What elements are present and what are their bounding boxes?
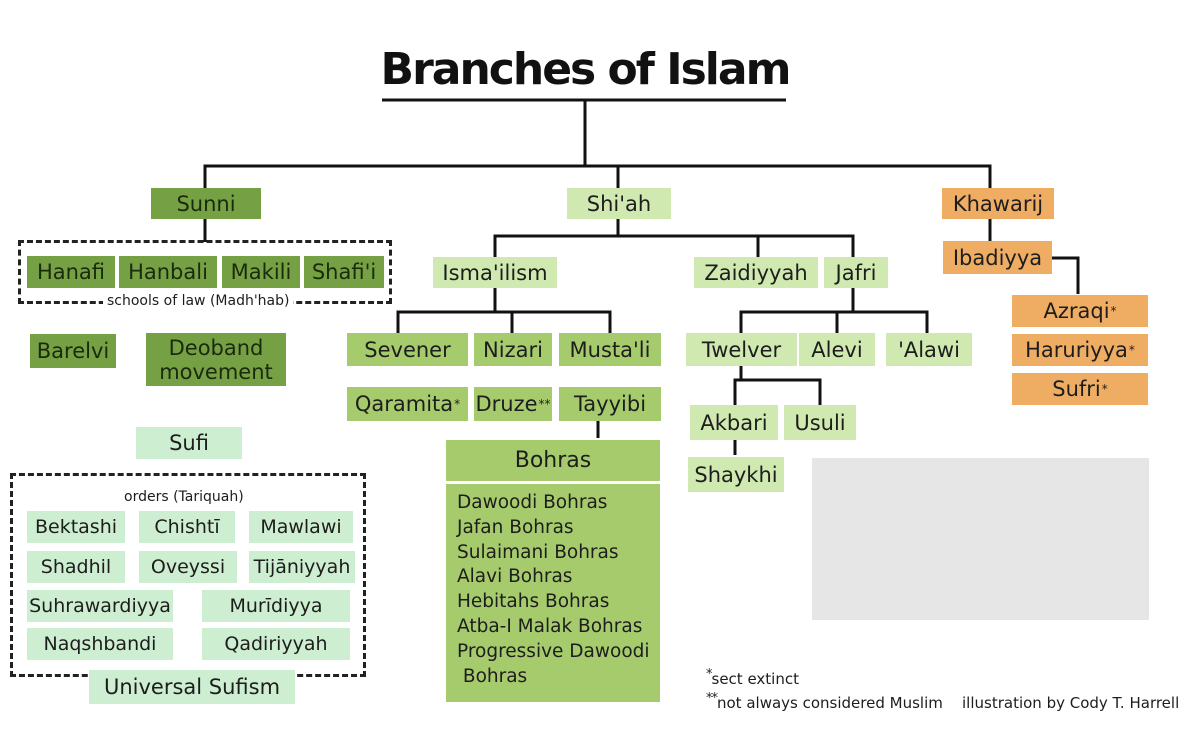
orders-caption: orders (Tariquah) xyxy=(124,489,244,505)
bohras-list-item: Bohras xyxy=(457,665,528,687)
node-zaidiyyah: Zaidiyyah xyxy=(694,257,818,288)
legend-extinct: *sect extinct xyxy=(706,667,799,688)
node-bektashi: Bektashi xyxy=(27,511,125,543)
node-suhrawardiyya: Suhrawardiyya xyxy=(27,590,173,622)
node-hanafi: Hanafi xyxy=(27,256,115,288)
node-tijaniyyah: Tijāniyyah xyxy=(249,551,355,583)
bohras-list-item: Atba-I Malak Bohras xyxy=(457,615,643,637)
bohras-list-item: Sulaimani Bohras xyxy=(457,541,619,563)
bohras-list-item: Dawoodi Bohras xyxy=(457,492,608,513)
extinct-marker: * xyxy=(1101,382,1108,396)
node-alawi: 'Alawi xyxy=(886,333,972,366)
bohras-list-item: Progressive Dawoodi xyxy=(457,640,650,662)
node-jafri: Jafri xyxy=(824,257,888,288)
node-ismailism: Isma'ilism xyxy=(433,257,557,288)
bohras-list-item: Hebitahs Bohras xyxy=(457,591,610,613)
node-sevener: Sevener xyxy=(347,333,468,366)
main-branches-bar xyxy=(203,164,992,188)
node-qaramita: Qaramita* xyxy=(347,387,468,421)
bohras-list-item: Alavi Bohras xyxy=(457,566,573,588)
extinct-marker: * xyxy=(454,397,461,411)
node-azraqi: Azraqi* xyxy=(1012,295,1148,327)
node-sufri: Sufri* xyxy=(1012,373,1148,405)
extinct-marker: * xyxy=(1128,343,1135,357)
extinct-marker: * xyxy=(1110,304,1117,318)
node-oveyssi: Oveyssi xyxy=(139,551,237,583)
node-shiah: Shi'ah xyxy=(567,188,671,219)
node-druze: Druze** xyxy=(474,387,552,421)
node-sunni: Sunni xyxy=(151,188,261,219)
node-deoband-movement: Deoband movement xyxy=(146,333,286,386)
blank-panel xyxy=(812,458,1149,620)
node-shaykhi: Shaykhi xyxy=(688,457,784,492)
node-shadhil: Shadhil xyxy=(27,551,125,583)
node-chishti: Chishtī xyxy=(139,511,235,543)
node-mawlawi: Mawlawi xyxy=(249,511,353,543)
node-mustali: Musta'li xyxy=(559,333,661,366)
node-hanbali: Hanbali xyxy=(119,256,217,288)
legend-not-muslim: **not always considered Muslim xyxy=(706,691,943,712)
node-shafii: Shafi'i xyxy=(304,256,384,288)
bohras-list: Dawoodi Bohras Jafan Bohras Sulaimani Bo… xyxy=(446,484,660,702)
node-usuli: Usuli xyxy=(784,405,856,440)
shiah-bar xyxy=(493,234,855,257)
node-tayyibi: Tayyibi xyxy=(559,387,661,421)
node-naqshbandi: Naqshbandi xyxy=(27,628,173,660)
node-qadiriyyah: Qadiriyyah xyxy=(202,628,350,660)
bohras-list-item: Jafan Bohras xyxy=(457,516,574,538)
node-sufi: Sufi xyxy=(136,427,242,459)
node-twelver: Twelver xyxy=(686,333,797,366)
node-alevi: Alevi xyxy=(799,333,875,366)
not-muslim-marker: ** xyxy=(538,397,551,411)
node-ibadiyya: Ibadiyya xyxy=(943,241,1052,274)
credit-text: illustration by Cody T. Harrell xyxy=(962,694,1180,712)
node-haruriyya: Haruriyya* xyxy=(1012,334,1148,366)
schools-caption: schools of law (Madh'hab) xyxy=(103,293,294,309)
node-nizari: Nizari xyxy=(474,333,552,366)
diagram-title: Branches of Islam xyxy=(380,44,792,95)
node-universal-sufism: Universal Sufism xyxy=(89,670,295,704)
node-barelvi: Barelvi xyxy=(30,334,116,368)
node-muridiyya: Murīdiyya xyxy=(202,590,350,622)
node-makili: Makili xyxy=(222,256,300,288)
node-khawarij: Khawarij xyxy=(942,188,1054,219)
node-akbari: Akbari xyxy=(690,405,778,440)
node-bohras: Bohras xyxy=(446,440,660,481)
